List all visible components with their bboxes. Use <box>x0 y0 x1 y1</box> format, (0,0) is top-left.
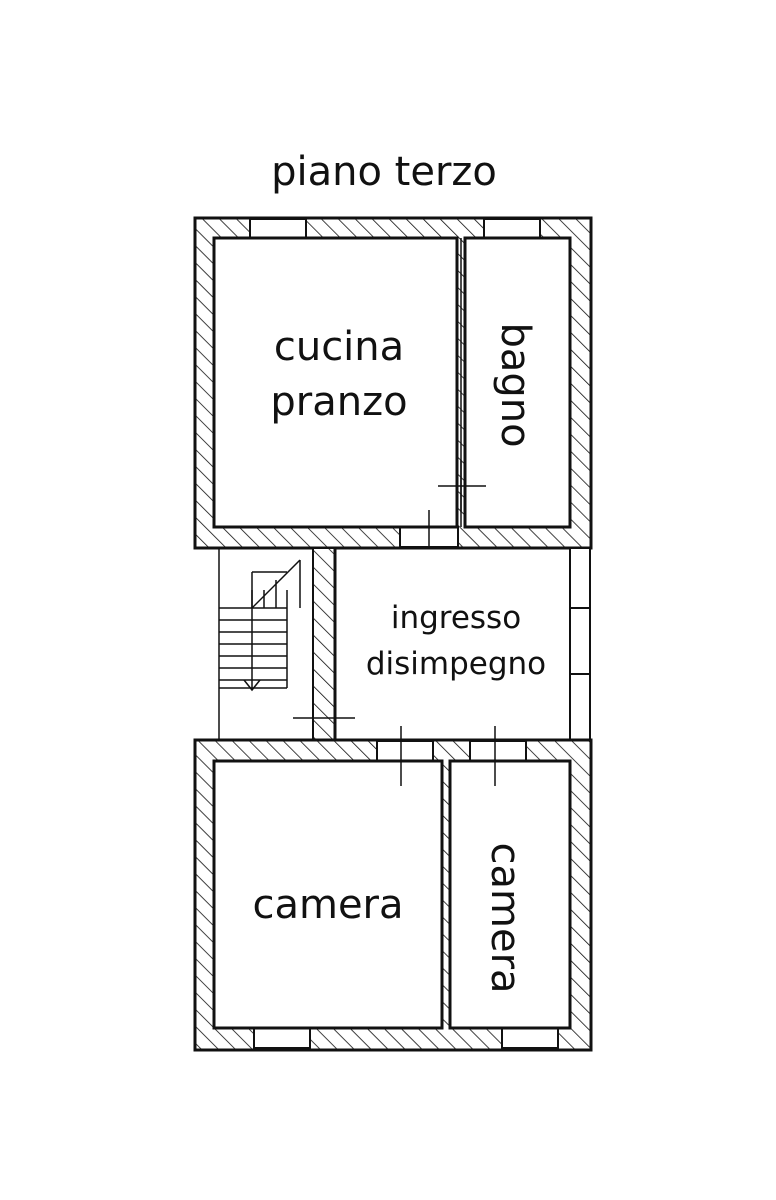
lower-block-walls <box>193 726 593 1052</box>
middle-block <box>218 546 591 742</box>
label-camera-left: camera <box>252 882 403 928</box>
stairs <box>219 559 301 692</box>
label-disimpegno: disimpegno <box>366 646 546 682</box>
room-camera-left <box>212 759 444 1030</box>
room-camera-right <box>448 759 572 1030</box>
label-ingresso: ingresso <box>391 600 521 636</box>
room-cucina <box>212 236 459 529</box>
label-pranzo: pranzo <box>270 379 407 425</box>
room-bagno <box>463 236 572 529</box>
label-cucina: cucina <box>274 324 404 370</box>
plan-title: piano terzo <box>271 149 497 195</box>
room-ingresso <box>333 546 573 742</box>
upper-block-walls <box>193 216 593 566</box>
label-bagno: bagno <box>492 322 538 447</box>
label-camera-right: camera <box>482 842 528 993</box>
